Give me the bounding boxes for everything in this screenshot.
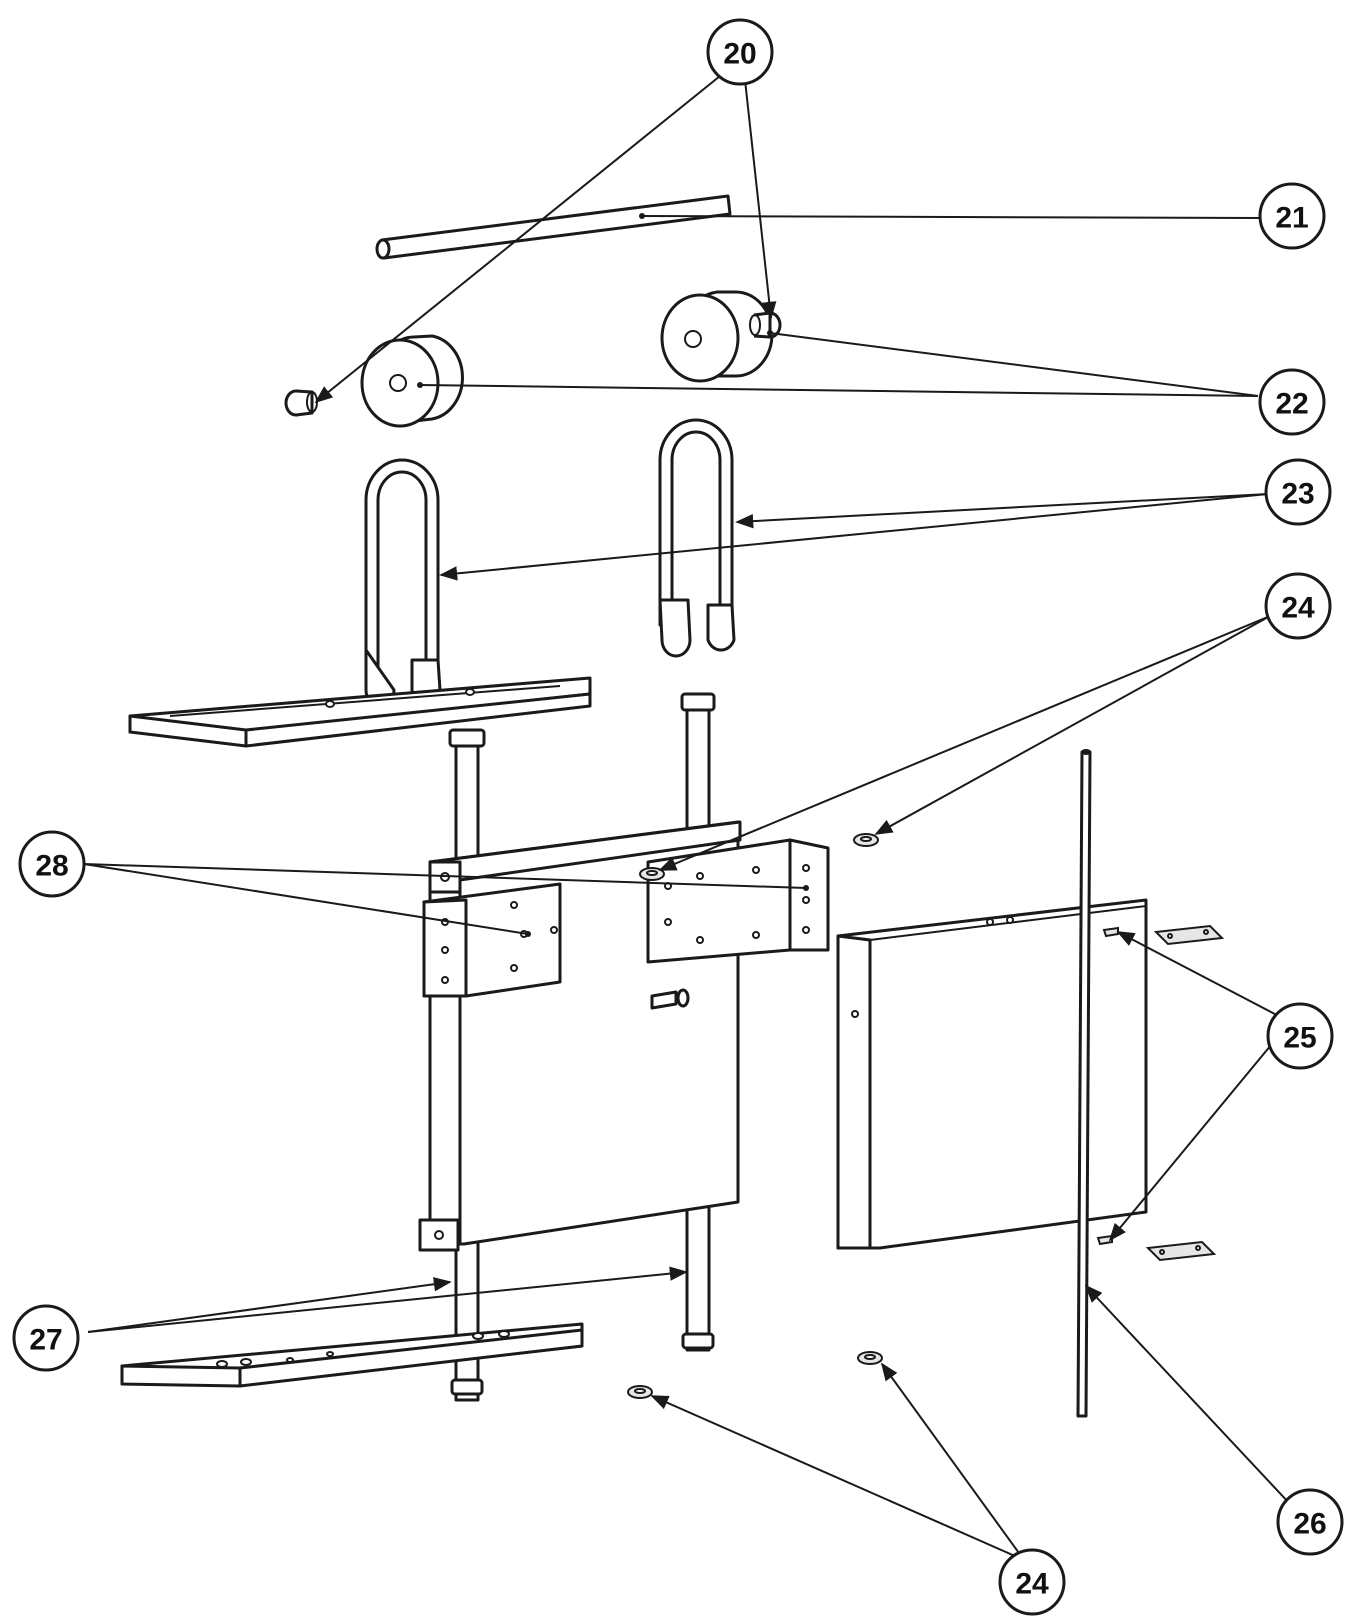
front-panel-block xyxy=(836,898,1148,1250)
base-plate xyxy=(120,1322,584,1388)
callout-25: 25 xyxy=(1266,1002,1334,1070)
callout-20-label: 20 xyxy=(723,38,756,71)
callout-23: 23 xyxy=(1264,458,1332,526)
callout-21: 21 xyxy=(1258,182,1326,250)
callout-25-label: 25 xyxy=(1283,1022,1316,1055)
hanger-left xyxy=(364,458,442,708)
callout-26: 26 xyxy=(1276,1488,1344,1556)
bushing-left xyxy=(284,389,318,417)
bracket-left xyxy=(422,882,562,998)
callout-22: 22 xyxy=(1258,368,1326,436)
callout-27: 27 xyxy=(12,1304,80,1372)
pulley-left xyxy=(360,334,464,428)
upper-tray xyxy=(128,676,592,748)
washer-lower-right xyxy=(857,1351,883,1365)
long-rod xyxy=(1076,749,1092,1418)
callout-20: 20 xyxy=(706,18,774,86)
callout-28-label: 28 xyxy=(35,850,68,883)
bracket-right xyxy=(646,838,830,964)
center-bolt xyxy=(650,988,690,1010)
callout-23-label: 23 xyxy=(1281,478,1314,511)
callout-24-bottom: 24 xyxy=(998,1548,1066,1616)
callout-24-top: 24 xyxy=(1264,572,1332,640)
callout-26-label: 26 xyxy=(1293,1508,1326,1541)
callout-22-label: 22 xyxy=(1275,388,1308,421)
shaft-rod xyxy=(375,194,732,260)
callout-27-label: 27 xyxy=(29,1324,62,1357)
washer-top xyxy=(853,833,879,847)
clip-bottom xyxy=(1096,1234,1217,1262)
leader-lines xyxy=(83,75,1291,1561)
callout-21-label: 21 xyxy=(1275,202,1308,235)
callout-28: 28 xyxy=(18,830,86,898)
hanger-right xyxy=(658,418,736,658)
callout-24-bottom-label: 24 xyxy=(1015,1568,1049,1601)
clip-top xyxy=(1102,924,1225,946)
washer-lower-left xyxy=(627,1385,653,1399)
washer-bracket xyxy=(639,867,665,881)
callout-24-top-label: 24 xyxy=(1281,592,1315,625)
